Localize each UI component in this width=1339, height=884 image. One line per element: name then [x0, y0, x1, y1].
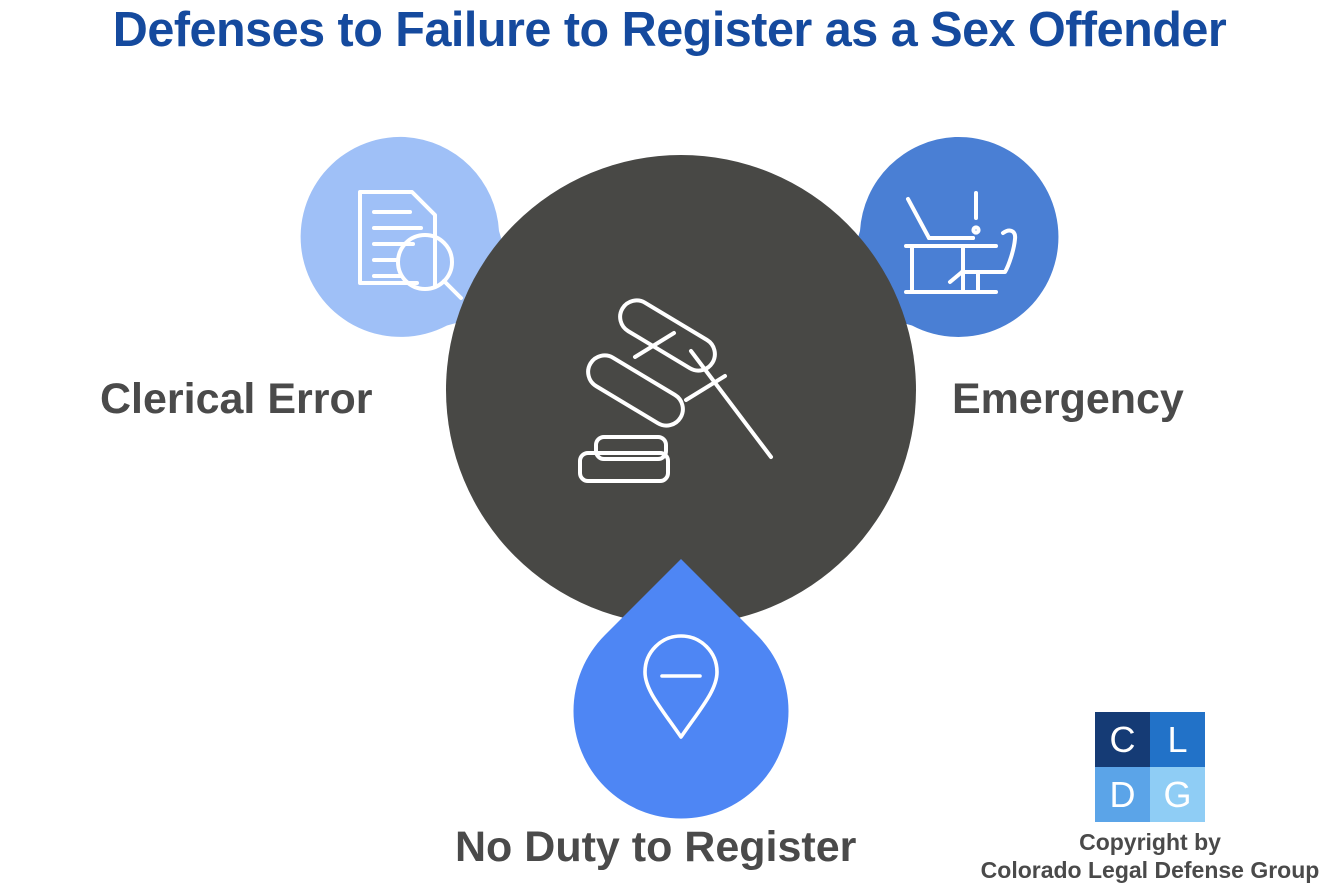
- logo-cell-l: L: [1150, 712, 1205, 767]
- page-title: Defenses to Failure to Register as a Sex…: [112, 3, 1227, 57]
- logo-cell-g: G: [1150, 767, 1205, 822]
- empty-desk-alert-icon: [904, 191, 1018, 294]
- logo-cell-c: C: [1095, 712, 1150, 767]
- logo-cell-d: D: [1095, 767, 1150, 822]
- hub-circle-shape: [446, 155, 916, 625]
- footer-branding: C L D G Copyright by Colorado Legal Defe…: [972, 712, 1328, 884]
- node-label-clerical-error: Clerical Error: [100, 375, 373, 423]
- gavel-icon: [578, 298, 773, 483]
- node-label-no-duty-to-register: No Duty to Register: [455, 823, 857, 871]
- hub-circle[interactable]: [446, 155, 916, 625]
- node-label-emergency: Emergency: [952, 375, 1184, 423]
- copyright-line-2: Colorado Legal Defense Group: [980, 857, 1320, 884]
- node-no-duty-to-register[interactable]: [573, 559, 789, 819]
- document-search-icon: [358, 190, 463, 300]
- cldg-logo: C L D G: [1095, 712, 1205, 822]
- map-pin-minus-icon: [643, 634, 719, 739]
- copyright-line-1: Copyright by: [1079, 829, 1221, 855]
- node-emergency[interactable]: [838, 136, 1059, 337]
- bubble-no-duty-shape: [573, 559, 789, 819]
- node-clerical-error[interactable]: [300, 136, 521, 337]
